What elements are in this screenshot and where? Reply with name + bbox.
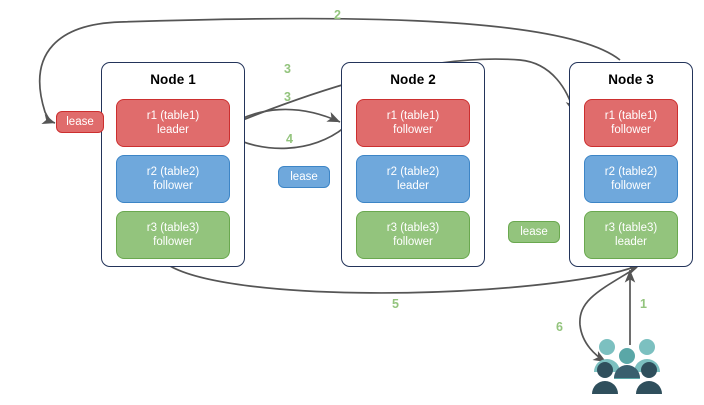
people-group-icon [592, 339, 662, 394]
replica-line2: follower [393, 124, 433, 136]
node-3-replica-r2[interactable]: r2 (table2) follower [584, 155, 678, 203]
edge-label-4: 4 [286, 132, 293, 146]
node-1-title: Node 1 [150, 72, 196, 87]
replica-line1: r1 (table1) [604, 110, 658, 122]
replica-line1: r2 (table2) [386, 166, 440, 178]
replica-line2: follower [611, 180, 651, 192]
replica-line1: r1 (table1) [386, 110, 440, 122]
lease-badge-r3[interactable]: lease [508, 221, 560, 243]
node-1-container[interactable]: Node 1 r1 (table1) leader r2 (table2) fo… [101, 62, 245, 267]
edge-label-2: 2 [334, 8, 341, 22]
node-3-replica-r1[interactable]: r1 (table1) follower [584, 99, 678, 147]
replica-line1: r3 (table3) [146, 222, 200, 234]
replica-line2: follower [611, 124, 651, 136]
replica-line1: r3 (table3) [604, 222, 658, 234]
node-1-replica-r2[interactable]: r2 (table2) follower [116, 155, 230, 203]
replica-line1: r2 (table2) [146, 166, 200, 178]
edge-label-6: 6 [556, 320, 563, 334]
edge-label-5: 5 [392, 297, 399, 311]
node-3-replica-r3[interactable]: r3 (table3) leader [584, 211, 678, 259]
node-3-title: Node 3 [608, 72, 654, 87]
node-1-replica-r1[interactable]: r1 (table1) leader [116, 99, 230, 147]
node-2-replica-r3[interactable]: r3 (table3) follower [356, 211, 470, 259]
lease-badge-r1[interactable]: lease [56, 111, 104, 133]
lease-badge-r2[interactable]: lease [278, 166, 330, 188]
node-2-container[interactable]: Node 2 r1 (table1) follower r2 (table2) … [341, 62, 485, 267]
replica-line1: r3 (table3) [386, 222, 440, 234]
replica-line1: r1 (table1) [146, 110, 200, 122]
node-2-replica-r2[interactable]: r2 (table2) leader [356, 155, 470, 203]
node-3-container[interactable]: Node 3 r1 (table1) follower r2 (table2) … [569, 62, 693, 267]
replica-line2: follower [393, 236, 433, 248]
replica-line2: follower [153, 236, 193, 248]
edge-label-1: 1 [640, 297, 647, 311]
replica-line2: leader [397, 180, 429, 192]
node-2-title: Node 2 [390, 72, 436, 87]
node-2-replica-r1[interactable]: r1 (table1) follower [356, 99, 470, 147]
replica-line2: leader [157, 124, 189, 136]
edge-5-path [169, 264, 641, 294]
node-1-replica-r3[interactable]: r3 (table3) follower [116, 211, 230, 259]
replica-line1: r2 (table2) [604, 166, 658, 178]
replica-line2: leader [615, 236, 647, 248]
replica-line2: follower [153, 180, 193, 192]
edge-label-3b: 3 [284, 90, 291, 104]
edge-label-3a: 3 [284, 62, 291, 76]
